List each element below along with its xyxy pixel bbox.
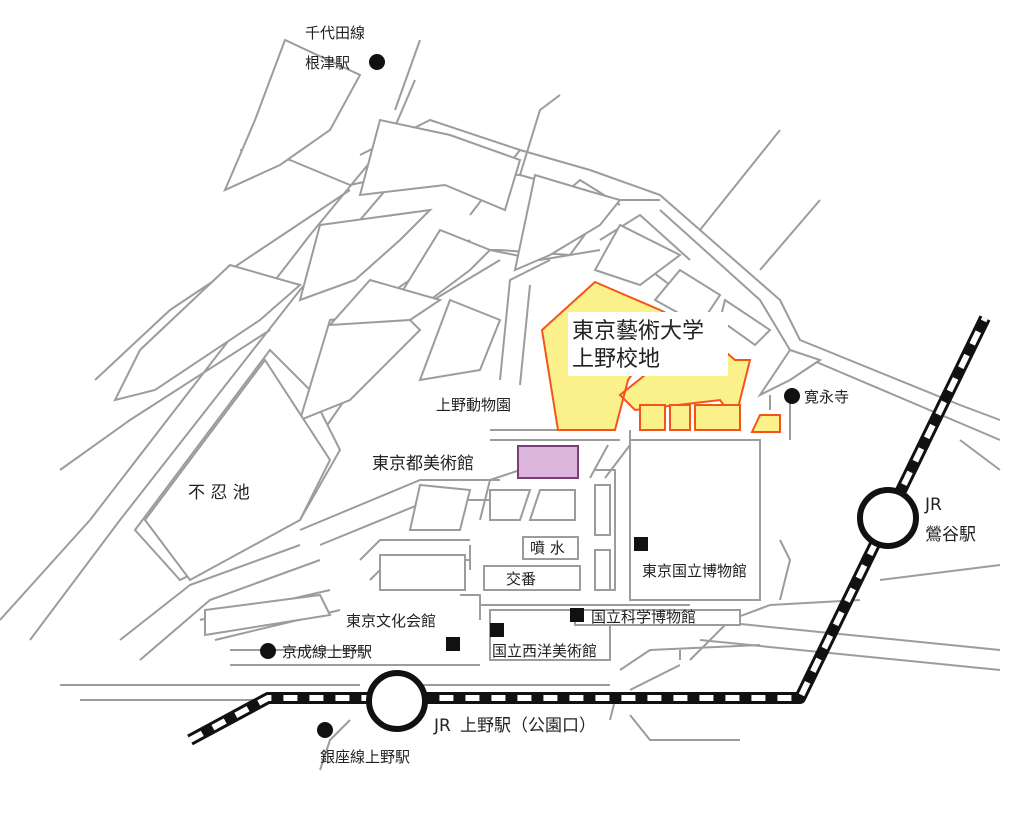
label-geidai-line2: 上野校地 [572,347,660,372]
ginza-ueno-dot [317,722,333,738]
seiyo-marker [490,623,504,637]
label-koban: 交番 [506,570,536,588]
map-labels: 千代田線 根津駅 東京藝術大学 上野校地 寛永寺 上野動物園 東京都美術館 不 … [188,24,976,766]
label-jr-ueno: 上野駅（公園口） [460,716,596,736]
label-kaneiji: 寛永寺 [804,388,849,406]
label-ginza-ueno: 銀座線上野駅 [320,748,410,766]
label-seiyo: 国立西洋美術館 [492,642,597,660]
geidai-campus-area [540,280,781,433]
fountain-box [522,536,579,560]
jr-uguisudani-station-marker [857,487,919,549]
label-jr-uguisudani-2: 鶯谷駅 [925,525,976,545]
label-jr-ueno-prefix: JR [433,716,451,736]
label-funsui: 噴 水 [530,539,565,557]
nezu-station-dot [369,54,385,70]
shinobazu-pond [143,358,332,582]
bunka-kaikan-marker [446,637,460,651]
label-chiyoda-line: 千代田線 [305,24,365,42]
label-kahaku: 国立科学博物館 [591,608,696,626]
label-geidai-line1: 東京藝術大学 [572,319,704,344]
label-keisei-ueno: 京成線上野駅 [282,643,372,661]
label-jr-uguisudani-1: JR [924,495,942,515]
koban-box [483,565,581,591]
label-nezu-station: 根津駅 [305,54,350,72]
label-bunka-kaikan: 東京文化会館 [346,612,436,630]
tobikan-building [517,445,579,479]
kahaku-marker [570,608,584,622]
kaneiji-dot [784,388,800,404]
label-shinobazu: 不 忍 池 [188,483,250,503]
jr-ueno-station-marker [366,670,428,732]
campus-label-bg [568,312,728,376]
tokyo-national-museum-marker [634,537,648,551]
keisei-ueno-dot [260,643,276,659]
label-tokyo-national-museum: 東京国立博物館 [642,562,747,580]
city-blocks [113,38,823,661]
label-tobikan: 東京都美術館 [372,454,474,474]
label-ueno-zoo: 上野動物園 [436,396,511,414]
